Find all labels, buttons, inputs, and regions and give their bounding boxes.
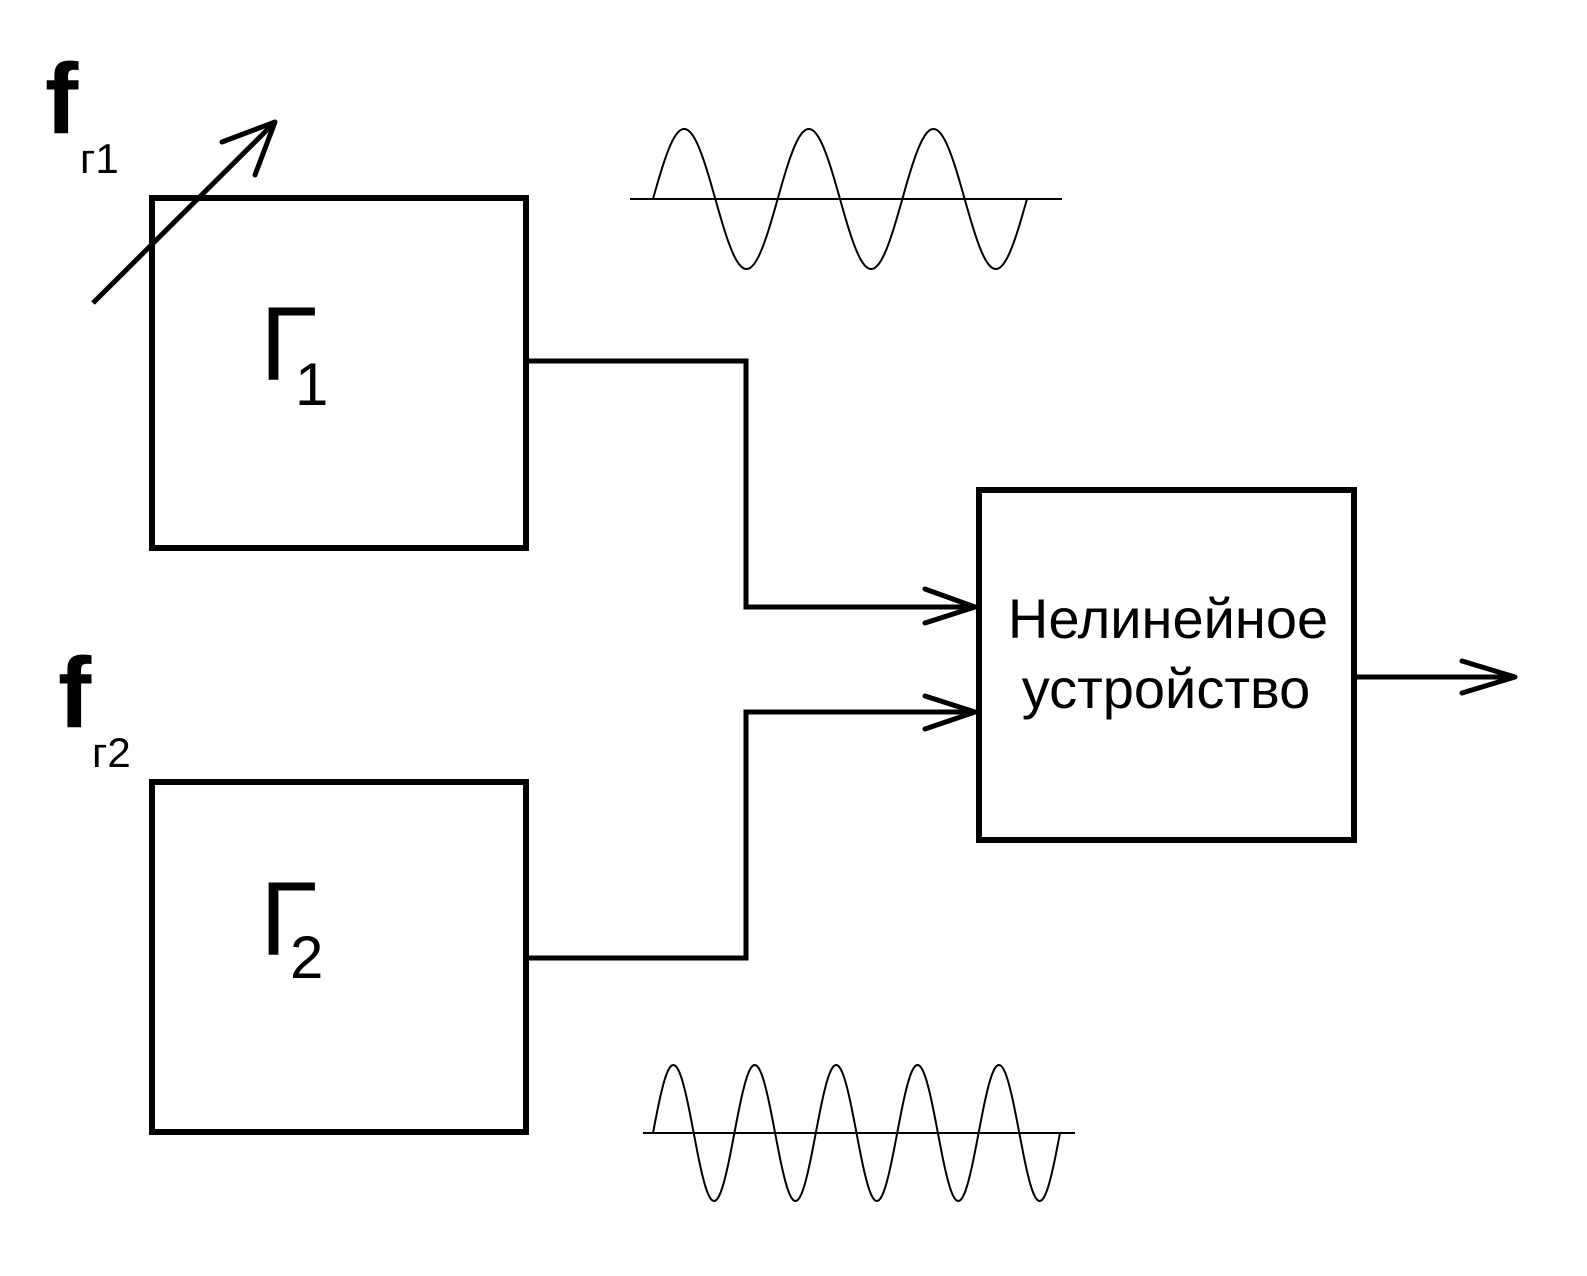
tuning-arrow-icon xyxy=(91,119,278,305)
nonlinear-device-label-line1: Нелинейное xyxy=(1008,587,1328,650)
signal-wave-generator-1 xyxy=(630,127,1062,271)
signal-wave-generator-2 xyxy=(643,1063,1075,1203)
generator-2-freq-symbol: f xyxy=(58,637,92,749)
generator-1-name: Г xyxy=(260,286,317,403)
generator-2-name: Г xyxy=(260,861,317,978)
wire-generator-1 xyxy=(526,358,978,626)
generator-1-block xyxy=(149,195,529,551)
generator-2-freq-subscript: г2 xyxy=(92,729,131,776)
sine-wave-top xyxy=(652,127,1028,271)
generator-1-name-subscript: 1 xyxy=(295,351,328,418)
output-arrow xyxy=(1354,658,1518,696)
generator-2-name-subscript: 2 xyxy=(290,924,323,991)
nonlinear-device-label-line2: устройство xyxy=(1022,657,1311,720)
generator-2-block xyxy=(149,779,529,1135)
generator-1-freq-symbol: f xyxy=(45,43,79,155)
sine-wave-bottom xyxy=(652,1063,1061,1203)
wire-generator-2 xyxy=(526,693,978,961)
nonlinear-device-block xyxy=(976,487,1357,843)
generator-1-freq-subscript: г1 xyxy=(80,135,119,182)
